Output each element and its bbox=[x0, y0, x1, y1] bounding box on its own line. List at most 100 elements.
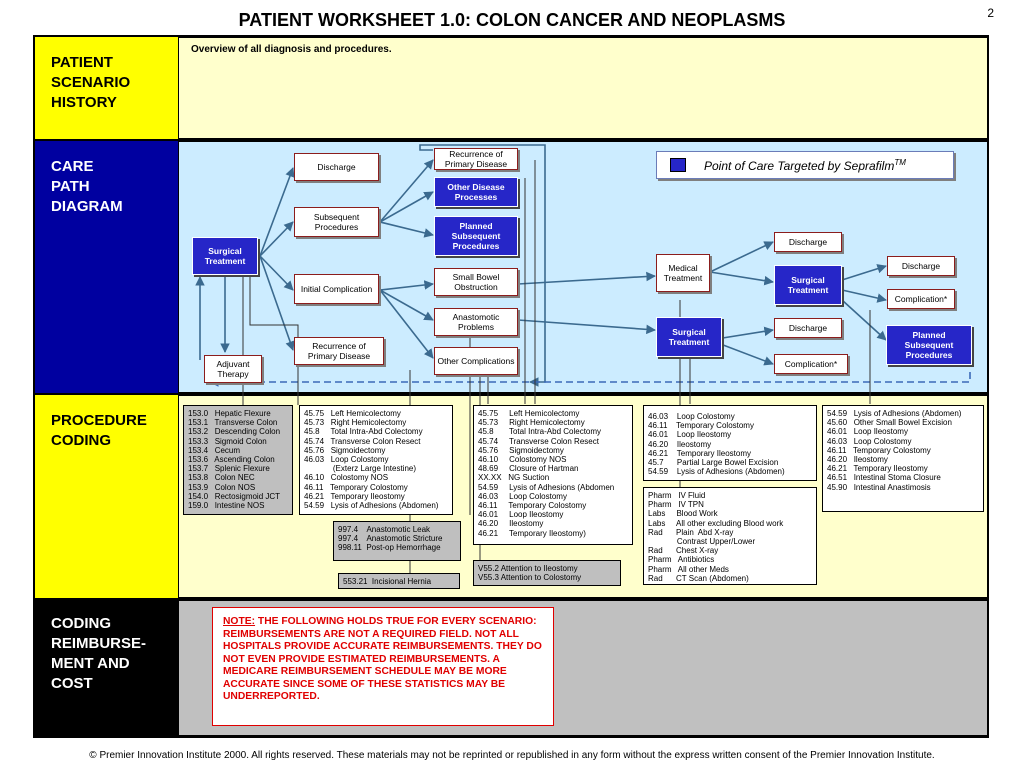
node-adjuvant-therapy[interactable]: Adjuvant Therapy bbox=[204, 355, 262, 383]
code-line: 46.10 Colostomy NOS bbox=[304, 473, 389, 483]
code-line: 154.0 Rectosigmoid JCT bbox=[188, 491, 281, 501]
code-line: Pharm IV Fluid bbox=[648, 491, 706, 500]
node-surgical-treatment-3[interactable]: Surgical Treatment bbox=[656, 317, 722, 357]
node-subsequent-procedures[interactable]: Subsequent Procedures bbox=[294, 207, 379, 237]
node-recurrence-1[interactable]: Recurrence of Primary Disease bbox=[294, 337, 384, 365]
node-complication-1[interactable]: Complication* bbox=[887, 289, 955, 309]
code-line: 45.73 Right Hemicolectomy bbox=[304, 418, 407, 428]
code-box-hernia: 553.21 Incisional Hernia bbox=[338, 573, 460, 589]
code-line: 153.9 Colon NOS bbox=[188, 482, 256, 492]
code-line: 46.20 Ileostomy bbox=[648, 439, 712, 449]
code-line: 45.75 Left Hemicolectomy bbox=[478, 409, 580, 418]
arrow-surg3-comp1 bbox=[841, 289, 887, 303]
code-line: 46.03 Loop Colostomy bbox=[827, 436, 912, 446]
code-line: 46.20 Ileostomy bbox=[478, 519, 544, 529]
code-line: 45.76 Sigmoidectomy bbox=[304, 445, 386, 455]
arrow-surg-initial bbox=[259, 255, 294, 291]
arrow-surg-subsequent bbox=[259, 221, 294, 257]
code-line: 997.4 Anastomotic Leak bbox=[338, 525, 431, 534]
code-line: (Exterz Large Intestine) bbox=[304, 464, 417, 474]
code-line: 46.11 Temporary Colostomy bbox=[648, 421, 754, 431]
node-discharge-1[interactable]: Discharge bbox=[294, 153, 379, 181]
node-planned-subsequent-1[interactable]: Planned Subsequent Procedures bbox=[434, 216, 518, 256]
arrow-init-anastomotic bbox=[379, 289, 434, 321]
code-line: 153.7 Splenic Flexure bbox=[188, 464, 270, 474]
code-line: 48.69 Closure of Hartman bbox=[478, 464, 579, 474]
code-line: 153.2 Descending Colon bbox=[188, 427, 281, 437]
code-line: 46.03 Loop Colostomy bbox=[648, 412, 735, 421]
code-line: 54.59 Lysis of Adhesions (Abdomen) bbox=[304, 501, 439, 511]
arrow-med-discharge2 bbox=[709, 241, 774, 273]
node-small-bowel[interactable]: Small Bowel Obstruction bbox=[434, 268, 518, 296]
code-line: 46.11 Temporary Colostomy bbox=[478, 501, 587, 511]
node-other-complications[interactable]: Other Complications bbox=[434, 347, 518, 375]
code-line: 153.1 Transverse Colon bbox=[188, 418, 278, 428]
arrow-init-sbo bbox=[379, 280, 434, 291]
code-line: 153.4 Cecum bbox=[188, 445, 241, 455]
node-surgical-treatment-2[interactable]: Surgical Treatment bbox=[774, 265, 842, 305]
code-line: 159.0 Intestine NOS bbox=[188, 501, 265, 511]
node-discharge-4[interactable]: Discharge bbox=[774, 318, 842, 338]
code-line: 153.0 Hepatic Flexure bbox=[188, 409, 271, 418]
care-label-cell: CARE PATH DIAGRAM bbox=[35, 141, 178, 393]
node-planned-subsequent-2[interactable]: Planned Subsequent Procedures bbox=[886, 325, 972, 365]
node-initial-complication[interactable]: Initial Complication bbox=[294, 274, 379, 304]
code-line: 45.8 Total Intra-Abd Colectomy bbox=[478, 427, 602, 437]
reimb-label-cell: CODING REIMBURSE-MENT AND COST bbox=[35, 600, 178, 736]
arrow-init-othercomp bbox=[379, 289, 434, 359]
code-line: 54.59 Lysis of Adhesions (Abdomen) bbox=[648, 467, 785, 477]
node-other-disease[interactable]: Other Disease Processes bbox=[434, 177, 518, 207]
note-text: THE FOLLOWING HOLDS TRUE FOR EVERY SCENA… bbox=[223, 616, 542, 702]
arrow-med-surg3 bbox=[709, 271, 774, 286]
arrow-sbo-medical bbox=[517, 271, 656, 285]
arrow-anast-surg2 bbox=[517, 319, 656, 335]
code-line: Pharm All other Meds bbox=[648, 564, 729, 574]
node-medical-treatment[interactable]: Medical Treatment bbox=[656, 254, 710, 292]
code-line: 997.4 Anastomotic Stricture bbox=[338, 534, 443, 544]
page-title: PATIENT WORKSHEET 1.0: COLON CANCER AND … bbox=[238, 10, 786, 30]
code-line: 45.7 Partial Large Bowel Excision bbox=[648, 458, 779, 468]
code-line: 45.90 Intestinal Anastimosis bbox=[827, 482, 931, 492]
legend-text: Point of Care Targeted by Seprafilm bbox=[704, 158, 895, 173]
code-line: Rad CT Scan (Abdomen) bbox=[648, 573, 749, 583]
arrow-surg3-planned2 bbox=[841, 299, 887, 341]
coding-label: PROCEDURE CODING bbox=[51, 412, 147, 449]
code-line: 45.8 Total Intra-Abd Colectomy bbox=[304, 427, 423, 437]
code-line: 54.59 Lysis of Adhesions (Abdomen) bbox=[827, 409, 962, 418]
code-line: Pharm IV TPN bbox=[648, 500, 704, 510]
node-complication-2[interactable]: Complication* bbox=[774, 354, 848, 374]
code-line: 46.03 Loop Colostomy bbox=[304, 455, 389, 465]
code-line: 46.03 Loop Colostomy bbox=[478, 491, 567, 501]
reimbursement-note: NOTE: THE FOLLOWING HOLDS TRUE FOR EVERY… bbox=[212, 607, 554, 726]
code-list: 54.59 Lysis of Adhesions (Abdomen)45.60 … bbox=[827, 409, 979, 492]
arrow-surg-recurrence bbox=[259, 255, 295, 351]
code-line: 46.01 Loop Ileostomy bbox=[648, 430, 732, 440]
code-line: 998.11 Post-op Hemorrhage bbox=[338, 543, 441, 553]
history-label-cell: PATIENT SCENARIO HISTORY bbox=[35, 37, 178, 139]
node-recurrence-2[interactable]: Recurrence of Primary Disease bbox=[434, 148, 518, 170]
arrow-sub-otherdisease bbox=[379, 191, 434, 223]
code-line: Labs All other excluding Blood work bbox=[648, 518, 784, 528]
reimb-label: CODING REIMBURSE-MENT AND COST bbox=[51, 615, 147, 692]
code-line: 46.51 Intestinal Stoma Closure bbox=[827, 473, 941, 483]
node-discharge-3[interactable]: Discharge bbox=[887, 256, 955, 276]
history-text: Overview of all diagnosis and procedures… bbox=[191, 44, 392, 55]
code-line: 45.60 Other Small Bowel Excision bbox=[827, 418, 952, 428]
node-surgical-treatment-1[interactable]: Surgical Treatment bbox=[192, 237, 258, 275]
arrow-surg-discharge bbox=[259, 167, 295, 257]
code-line: 46.01 Loop Ileostomy bbox=[827, 427, 908, 437]
node-discharge-2[interactable]: Discharge bbox=[774, 232, 842, 252]
node-anastomotic[interactable]: Anastomotic Problems bbox=[434, 308, 518, 336]
arrow-surg3-discharge4 bbox=[841, 264, 887, 281]
code-line: 153.6 Ascending Colon bbox=[188, 455, 275, 465]
